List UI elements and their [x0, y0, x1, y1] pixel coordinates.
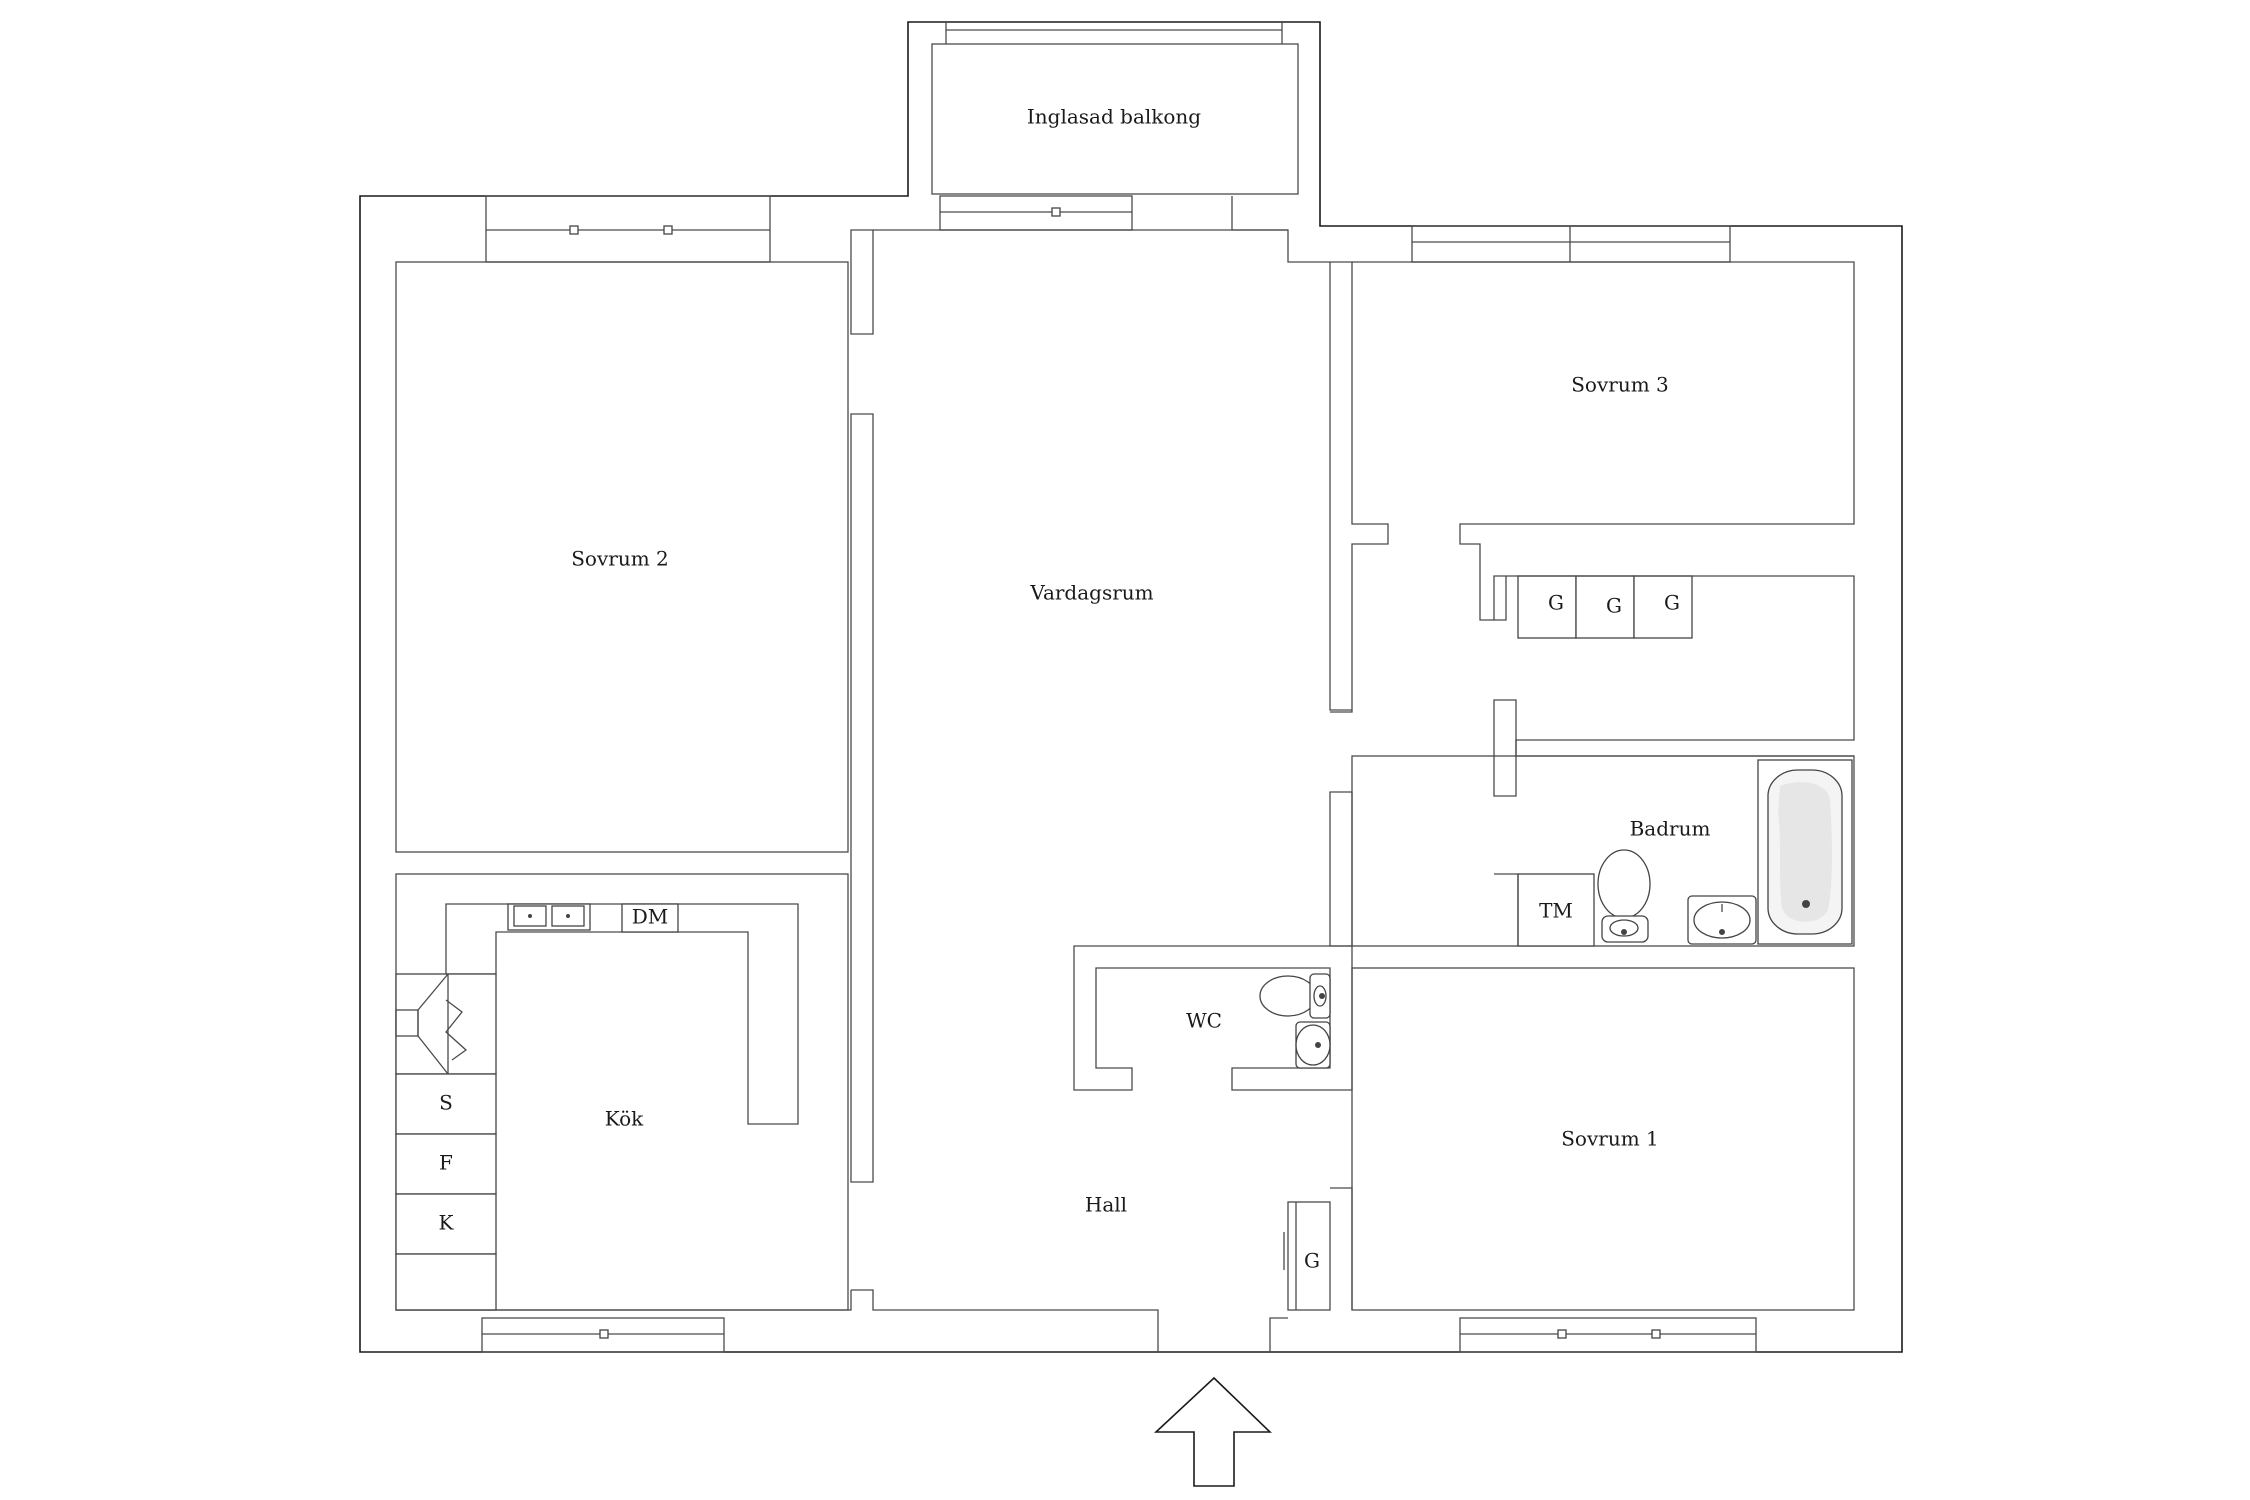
- wall-vardagsrum-east: [1330, 261, 1389, 713]
- stove: [395, 1073, 497, 1135]
- hall-wardrobe: [1283, 1187, 1353, 1311]
- wc-sink-icon: [1295, 1021, 1331, 1069]
- window-sovrum3: [1411, 225, 1731, 263]
- wall-badrum: [1493, 699, 1517, 797]
- window-kok: [481, 1317, 725, 1353]
- sink-icon: [1687, 895, 1757, 945]
- room-sovrum2: [395, 261, 849, 853]
- freezer: [395, 1193, 497, 1255]
- label-badrum: Badrum: [1630, 817, 1711, 841]
- wall-vardagsrum-west: [850, 229, 874, 335]
- label-hall: Hall: [1085, 1193, 1127, 1217]
- room-sovrum3: [1352, 261, 1855, 621]
- label-wc: WC: [1186, 1009, 1222, 1033]
- label-wardrobe-2: G: [1606, 594, 1622, 618]
- toilet-icon: [1597, 849, 1651, 943]
- label-stove: S: [439, 1091, 453, 1115]
- kitchen-counter: [445, 903, 799, 1125]
- label-sovrum1: Sovrum 1: [1561, 1127, 1659, 1151]
- room-badrum: [1351, 755, 1855, 947]
- label-sovrum2: Sovrum 2: [571, 547, 669, 571]
- tm-box: [1517, 873, 1595, 947]
- label-vardagsrum: Vardagsrum: [1029, 581, 1153, 605]
- kitchen-sink-icon: [507, 903, 591, 931]
- balcony-door: [939, 195, 1133, 231]
- label-wardrobe-3: G: [1664, 591, 1680, 615]
- label-balkong: Inglasad balkong: [1027, 105, 1201, 129]
- label-wardrobe-hall: G: [1304, 1249, 1320, 1273]
- label-wardrobe-1: G: [1548, 591, 1564, 615]
- label-dm: DM: [632, 905, 669, 929]
- fridge: [395, 1133, 497, 1195]
- window-sovrum1: [1459, 1317, 1757, 1353]
- bathtub-icon: [1757, 759, 1853, 945]
- label-tm: TM: [1539, 899, 1573, 923]
- room-sovrum1: [1351, 967, 1855, 1311]
- window-sovrum2: [485, 195, 771, 263]
- label-fridge: F: [439, 1151, 453, 1175]
- entrance-arrow-icon: [1153, 1376, 1272, 1487]
- wardrobe-row: [1493, 575, 1855, 757]
- wc-toilet-icon: [1259, 973, 1331, 1019]
- label-sovrum3: Sovrum 3: [1571, 373, 1669, 397]
- label-freezer: K: [439, 1211, 455, 1235]
- label-kok: Kök: [605, 1107, 644, 1131]
- fireplace-icon: [395, 973, 497, 1075]
- outer-wall-outline: [359, 21, 1903, 1353]
- dishwasher: [621, 903, 679, 933]
- balcony-frame: [931, 43, 1299, 195]
